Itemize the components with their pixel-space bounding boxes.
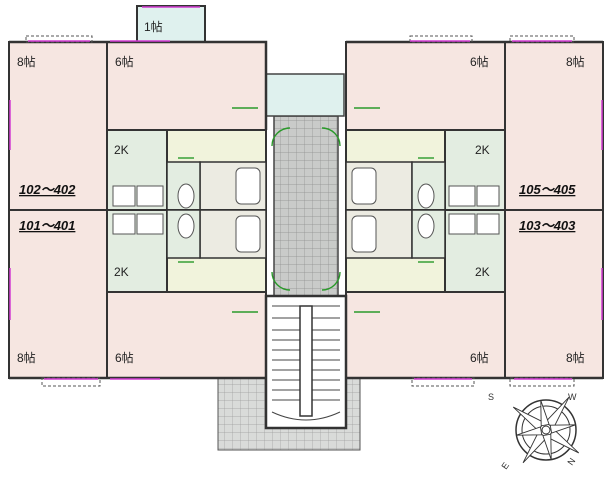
- label-room-8-bottom-left: 8帖: [17, 350, 36, 365]
- label-kitchen-top-right: 2K: [475, 143, 490, 157]
- compass-s: S: [488, 392, 494, 402]
- stair-treads: [271, 305, 341, 421]
- room-6-top-right: [345, 41, 506, 131]
- room-8-bottom-right: [504, 209, 604, 379]
- balcony-bottom-left: [41, 377, 101, 387]
- compass-rose: N S E W: [488, 392, 580, 471]
- unit-label-bottom-right: 103～403: [519, 218, 576, 233]
- label-room-6-bottom-left: 6帖: [115, 350, 134, 365]
- balcony-top-left: [25, 35, 93, 43]
- label-room-8-bottom-right: 8帖: [566, 350, 585, 365]
- windows: [9, 40, 603, 380]
- room-6-bottom-left: [106, 291, 267, 379]
- label-kitchen-top-left: 2K: [114, 143, 129, 157]
- label-closet-top: 1帖: [144, 19, 163, 34]
- compass-e: E: [499, 460, 511, 471]
- balcony-top-right: [409, 35, 473, 43]
- balcony-top-right-2: [509, 35, 575, 43]
- room-8-bottom-left: [8, 209, 108, 379]
- label-room-6-top-left: 6帖: [115, 54, 134, 69]
- label-room-8-top-left: 8帖: [17, 54, 36, 69]
- label-room-6-top-right: 6帖: [470, 54, 489, 69]
- unit-label-top-left: 102～402: [19, 182, 76, 197]
- label-room-8-top-right: 8帖: [566, 54, 585, 69]
- balcony-bottom-right: [411, 377, 475, 387]
- room-8-top-right: [504, 41, 604, 211]
- balcony-bottom-right-2: [509, 377, 575, 387]
- unit-label-bottom-left: 101～401: [19, 218, 75, 233]
- compass-w: W: [568, 392, 577, 402]
- label-kitchen-bottom-left: 2K: [114, 265, 129, 279]
- corridor-floor: [273, 115, 339, 297]
- room-6-bottom-right: [345, 291, 506, 379]
- unit-label-top-right: 105～405: [519, 182, 576, 197]
- label-room-6-bottom-right: 6帖: [470, 350, 489, 365]
- fixtures: [112, 167, 500, 253]
- compass-n: N: [565, 456, 577, 467]
- lightwell: [265, 73, 345, 117]
- doors: [178, 107, 434, 313]
- label-kitchen-bottom-right: 2K: [475, 265, 490, 279]
